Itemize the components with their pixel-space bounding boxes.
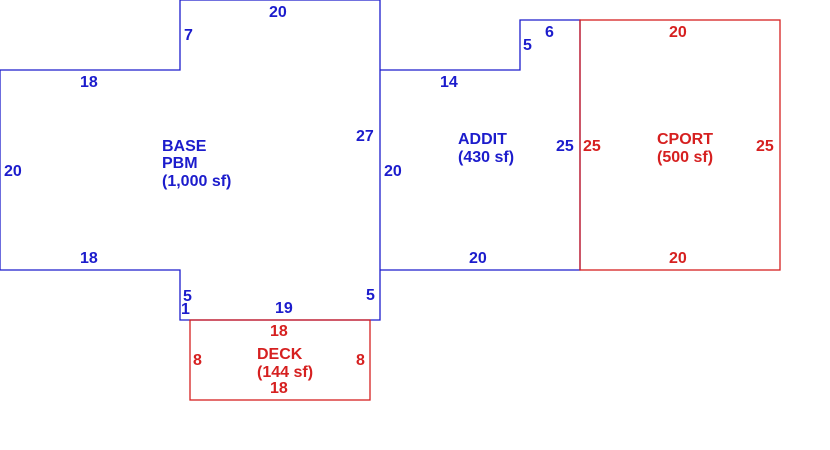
base-area: (1,000 sf) — [162, 173, 231, 190]
carport-outline — [579, 19, 781, 271]
dim-base-right: 27 — [356, 128, 374, 145]
dim-base-left-wing-bottom: 18 — [80, 250, 98, 267]
deck-area: (144 sf) — [257, 364, 313, 381]
dim-base-top: 20 — [269, 4, 287, 21]
dim-base-bottom-1: 1 — [181, 301, 190, 318]
addition-outline — [380, 19, 581, 271]
carport-area: (500 sf) — [657, 149, 713, 166]
dim-addit-notch-side: 5 — [523, 37, 532, 54]
dim-base-bottom-right: 5 — [366, 287, 375, 304]
carport-label: CPORT — [657, 131, 713, 148]
addition-area: (430 sf) — [458, 149, 514, 166]
base-outline — [0, 0, 381, 321]
deck-label: DECK — [257, 346, 303, 363]
dim-base-bottom-notch: 5 — [183, 288, 192, 305]
dim-cport-top: 20 — [669, 24, 687, 41]
dim-deck-bottom: 18 — [270, 380, 288, 397]
dim-cport-bottom: 20 — [669, 250, 687, 267]
dim-base-left: 20 — [4, 163, 22, 180]
dim-base-notch-left: 7 — [184, 27, 193, 44]
dim-deck-right: 8 — [356, 352, 365, 369]
dim-cport-left: 25 — [583, 138, 601, 155]
base-label: BASE — [162, 138, 207, 155]
dim-base-left-wing-top: 18 — [80, 74, 98, 91]
addition-label: ADDIT — [458, 131, 507, 148]
dim-addit-right: 25 — [556, 138, 574, 155]
dim-addit-top: 14 — [440, 74, 458, 91]
dim-addit-bottom: 20 — [469, 250, 487, 267]
dim-addit-left: 20 — [384, 163, 402, 180]
dim-deck-left: 8 — [193, 352, 202, 369]
dim-cport-right: 25 — [756, 138, 774, 155]
dim-deck-top: 18 — [270, 323, 288, 340]
dim-addit-top-notch: 6 — [545, 24, 554, 41]
dim-base-bottom: 19 — [275, 300, 293, 317]
base-sublabel: PBM — [162, 155, 198, 172]
deck-outline — [189, 319, 371, 401]
